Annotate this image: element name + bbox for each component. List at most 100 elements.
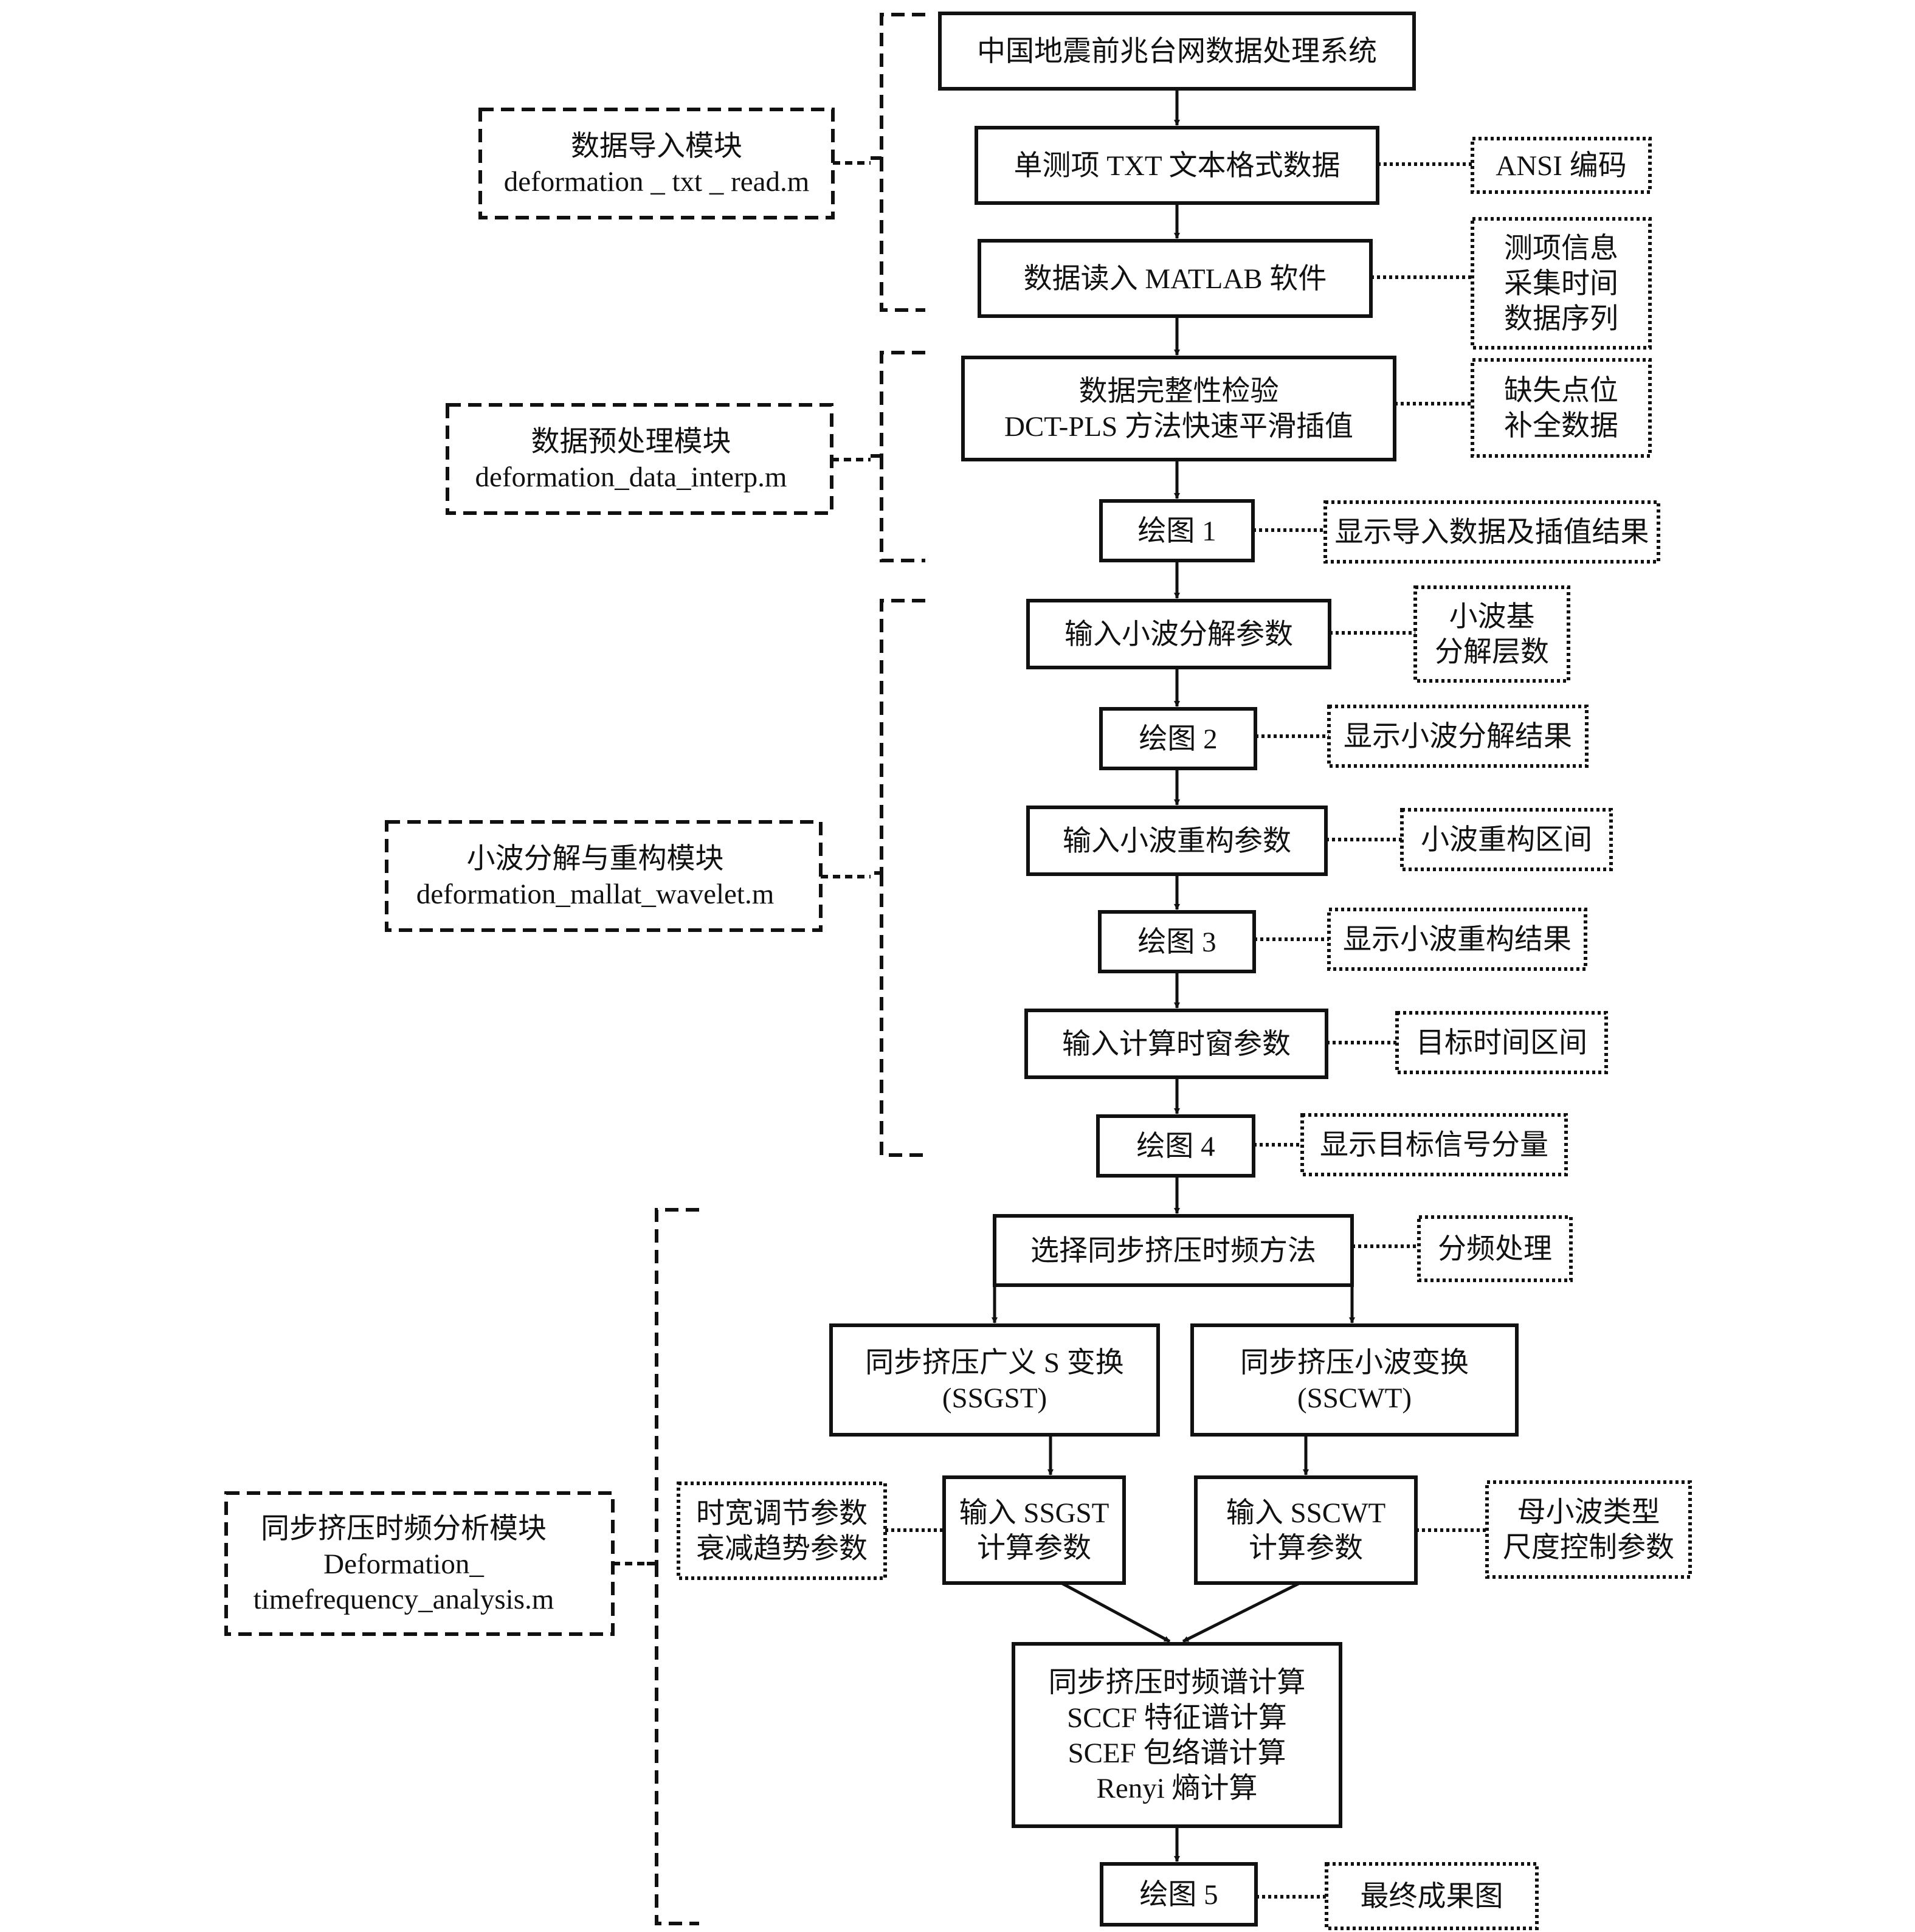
text-line: 尺度控制参数 (1503, 1532, 1674, 1564)
note-ansi: ANSI 编码 (1471, 137, 1652, 194)
text-line: 绘图 3 (1137, 926, 1216, 958)
text-line: 单测项 TXT 文本格式数据 (1013, 150, 1340, 182)
svg-text:测项信息采集时间数据序列: 测项信息采集时间数据序列 (1504, 233, 1618, 335)
text-line: ANSI 编码 (1496, 150, 1626, 182)
main-box-title: 中国地震前兆台网数据处理系统 (938, 12, 1416, 91)
text-line: DCT-PLS 方法快速平滑插值 (1004, 411, 1353, 443)
text-line: 小波分解与重构模块 (467, 843, 724, 875)
text-line: Renyi 熵计算 (1096, 1773, 1257, 1804)
text-line: 显示小波重构结果 (1343, 924, 1572, 956)
text-line: 输入小波重构参数 (1063, 826, 1291, 857)
text-line: 数据读入 MATLAB 软件 (1024, 263, 1327, 295)
text-line: deformation _ txt _ read.m (504, 166, 810, 198)
text-line: 分频处理 (1438, 1233, 1552, 1265)
note-show-import: 显示导入数据及插值结果 (1323, 500, 1660, 564)
note-recon-interval: 小波重构区间 (1400, 808, 1613, 871)
note-final-result: 最终成果图 (1325, 1862, 1539, 1930)
brace-import (871, 13, 925, 312)
svg-text:绘图 4: 绘图 4 (1136, 1131, 1215, 1162)
text-line: 同步挤压时频谱计算 (1049, 1667, 1306, 1699)
text-line: 衰减趋势参数 (696, 1533, 868, 1565)
text-line: 绘图 1 (1137, 516, 1216, 547)
text-line: 数据序列 (1504, 303, 1618, 335)
svg-text:输入计算时窗参数: 输入计算时窗参数 (1062, 1029, 1291, 1060)
main-box-ssgst-params: 输入 SSGST 计算参数 (942, 1475, 1126, 1585)
main-box-read-matlab: 数据读入 MATLAB 软件 (978, 239, 1373, 318)
text-line: 选择同步挤压时频方法 (1030, 1235, 1316, 1267)
note-freq-division: 分频处理 (1417, 1215, 1573, 1282)
brace-wavelet (871, 599, 925, 1157)
svg-text:中国地震前兆台网数据处理系统: 中国地震前兆台网数据处理系统 (977, 36, 1377, 67)
text-line: deformation_mallat_wavelet.m (416, 878, 775, 910)
text-line: 输入 SSGST (959, 1497, 1109, 1529)
main-box-plot-4: 绘图 4 (1096, 1114, 1255, 1178)
note-wavelet-basis: 小波基分解层数 (1413, 585, 1570, 683)
text-line: 母小波类型 (1517, 1497, 1660, 1528)
svg-text:ANSI 编码: ANSI 编码 (1496, 150, 1626, 182)
note-show-target: 显示目标信号分量 (1300, 1113, 1568, 1176)
text-line: 同步挤压小波变换 (1240, 1347, 1469, 1379)
main-box-plot-2: 绘图 2 (1099, 707, 1257, 770)
svg-text:同步挤压广义 S 变换(SSGST): 同步挤压广义 S 变换(SSGST) (865, 1347, 1124, 1414)
main-box-plot-5: 绘图 5 (1100, 1862, 1258, 1927)
svg-text:目标时间区间: 目标时间区间 (1416, 1027, 1587, 1059)
svg-text:显示小波分解结果: 显示小波分解结果 (1344, 721, 1572, 753)
svg-text:小波基分解层数: 小波基分解层数 (1435, 601, 1549, 668)
text-line: (SSCWT) (1297, 1382, 1412, 1414)
text-line: 小波重构区间 (1421, 824, 1592, 856)
text-line: 数据导入模块 (571, 131, 742, 162)
svg-text:显示导入数据及插值结果: 显示导入数据及插值结果 (1335, 517, 1649, 548)
svg-text:时宽调节参数衰减趋势参数: 时宽调节参数衰减趋势参数 (696, 1498, 868, 1565)
text-line: (SSGST) (942, 1382, 1047, 1414)
text-line: deformation_data_interp.m (475, 461, 787, 493)
svg-text:缺失点位补全数据: 缺失点位补全数据 (1504, 375, 1618, 442)
text-line: 中国地震前兆台网数据处理系统 (977, 36, 1377, 67)
main-box-wavelet-decomp-params: 输入小波分解参数 (1026, 599, 1331, 669)
text-line: 输入 SSCWT (1226, 1497, 1385, 1529)
text-line: SCCF 特征谱计算 (1067, 1702, 1287, 1734)
arrow-sscwt-params-to-spectrum (1182, 1581, 1301, 1643)
note-show-recon: 显示小波重构结果 (1327, 908, 1587, 971)
text-line: 绘图 2 (1139, 723, 1217, 755)
svg-text:选择同步挤压时频方法: 选择同步挤压时频方法 (1030, 1235, 1316, 1267)
text-line: 最终成果图 (1361, 1881, 1503, 1913)
text-line: 采集时间 (1504, 268, 1618, 300)
text-line: 计算参数 (977, 1533, 1091, 1564)
main-box-select-method: 选择同步挤压时频方法 (993, 1214, 1354, 1287)
note-show-decomp: 显示小波分解结果 (1327, 705, 1589, 768)
text-line: 时宽调节参数 (696, 1498, 868, 1530)
svg-text:单测项 TXT 文本格式数据: 单测项 TXT 文本格式数据 (1013, 150, 1340, 182)
text-line: 数据完整性检验 (1079, 376, 1279, 407)
text-line: 绘图 4 (1136, 1131, 1215, 1162)
main-box-ssgst: 同步挤压广义 S 变换(SSGST) (829, 1323, 1160, 1437)
text-line: 输入小波分解参数 (1064, 619, 1293, 650)
svg-text:显示小波重构结果: 显示小波重构结果 (1343, 924, 1572, 956)
text-line: 显示导入数据及插值结果 (1335, 517, 1649, 548)
svg-text:显示目标信号分量: 显示目标信号分量 (1320, 1130, 1548, 1161)
text-line: Deformation_ (323, 1548, 484, 1580)
main-box-sscwt: 同步挤压小波变换(SSCWT) (1190, 1323, 1519, 1437)
svg-text:绘图 5: 绘图 5 (1139, 1879, 1218, 1911)
note-target-interval: 目标时间区间 (1395, 1011, 1608, 1074)
text-line: 小波基 (1449, 601, 1535, 633)
text-line: 计算参数 (1249, 1533, 1363, 1564)
svg-text:母小波类型尺度控制参数: 母小波类型尺度控制参数 (1503, 1497, 1674, 1564)
note-missing-points: 缺失点位补全数据 (1471, 358, 1652, 458)
text-line: 测项信息 (1504, 233, 1618, 264)
svg-text:绘图 2: 绘图 2 (1139, 723, 1217, 755)
text-line: 数据预处理模块 (531, 426, 731, 458)
text-line: 输入计算时窗参数 (1062, 1029, 1291, 1060)
svg-text:绘图 3: 绘图 3 (1137, 926, 1216, 958)
svg-text:最终成果图: 最终成果图 (1361, 1881, 1503, 1913)
svg-text:输入小波分解参数: 输入小波分解参数 (1064, 619, 1293, 650)
